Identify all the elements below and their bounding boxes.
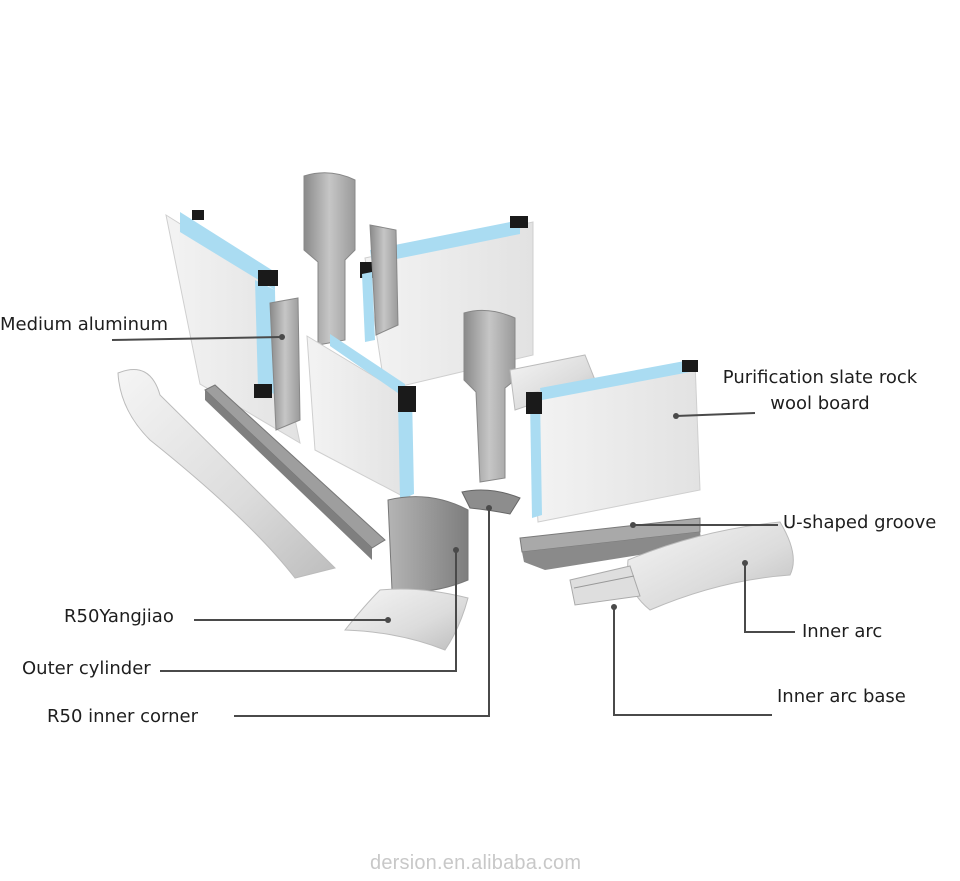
label-outer-cylinder: Outer cylinder: [22, 658, 151, 679]
central-aluminum-post: [463, 309, 516, 483]
tall-aluminum-post: [303, 172, 356, 346]
left-inner-arc: [117, 369, 336, 579]
right-inner-arc: [627, 521, 794, 611]
label-purification-line1: Purification slate rock: [722, 367, 918, 388]
label-inner-arc-base: Inner arc base: [777, 686, 906, 707]
r50-yangjiao: [343, 588, 469, 651]
right-inner-arc-base: [569, 565, 641, 606]
label-medium-aluminum: Medium aluminum: [0, 314, 169, 335]
label-purification-line2: wool board: [770, 393, 870, 414]
right-panel: [526, 360, 701, 523]
front-center-panel: [306, 334, 416, 501]
label-r50-yangjiao: R50Yangjiao: [64, 606, 174, 627]
watermark: dersion.en.alibaba.com: [370, 852, 582, 874]
label-r50-inner-corner: R50 inner corner: [47, 706, 199, 727]
left-u-shaped-groove: [204, 384, 386, 560]
medium-aluminum-profile: [269, 297, 301, 431]
r50-inner-corner: [461, 489, 521, 515]
label-inner-arc: Inner arc: [802, 621, 883, 642]
label-u-shaped-groove: U-shaped groove: [783, 512, 937, 533]
leader-lines: [111, 334, 795, 717]
medium-aluminum-back: [369, 224, 399, 336]
